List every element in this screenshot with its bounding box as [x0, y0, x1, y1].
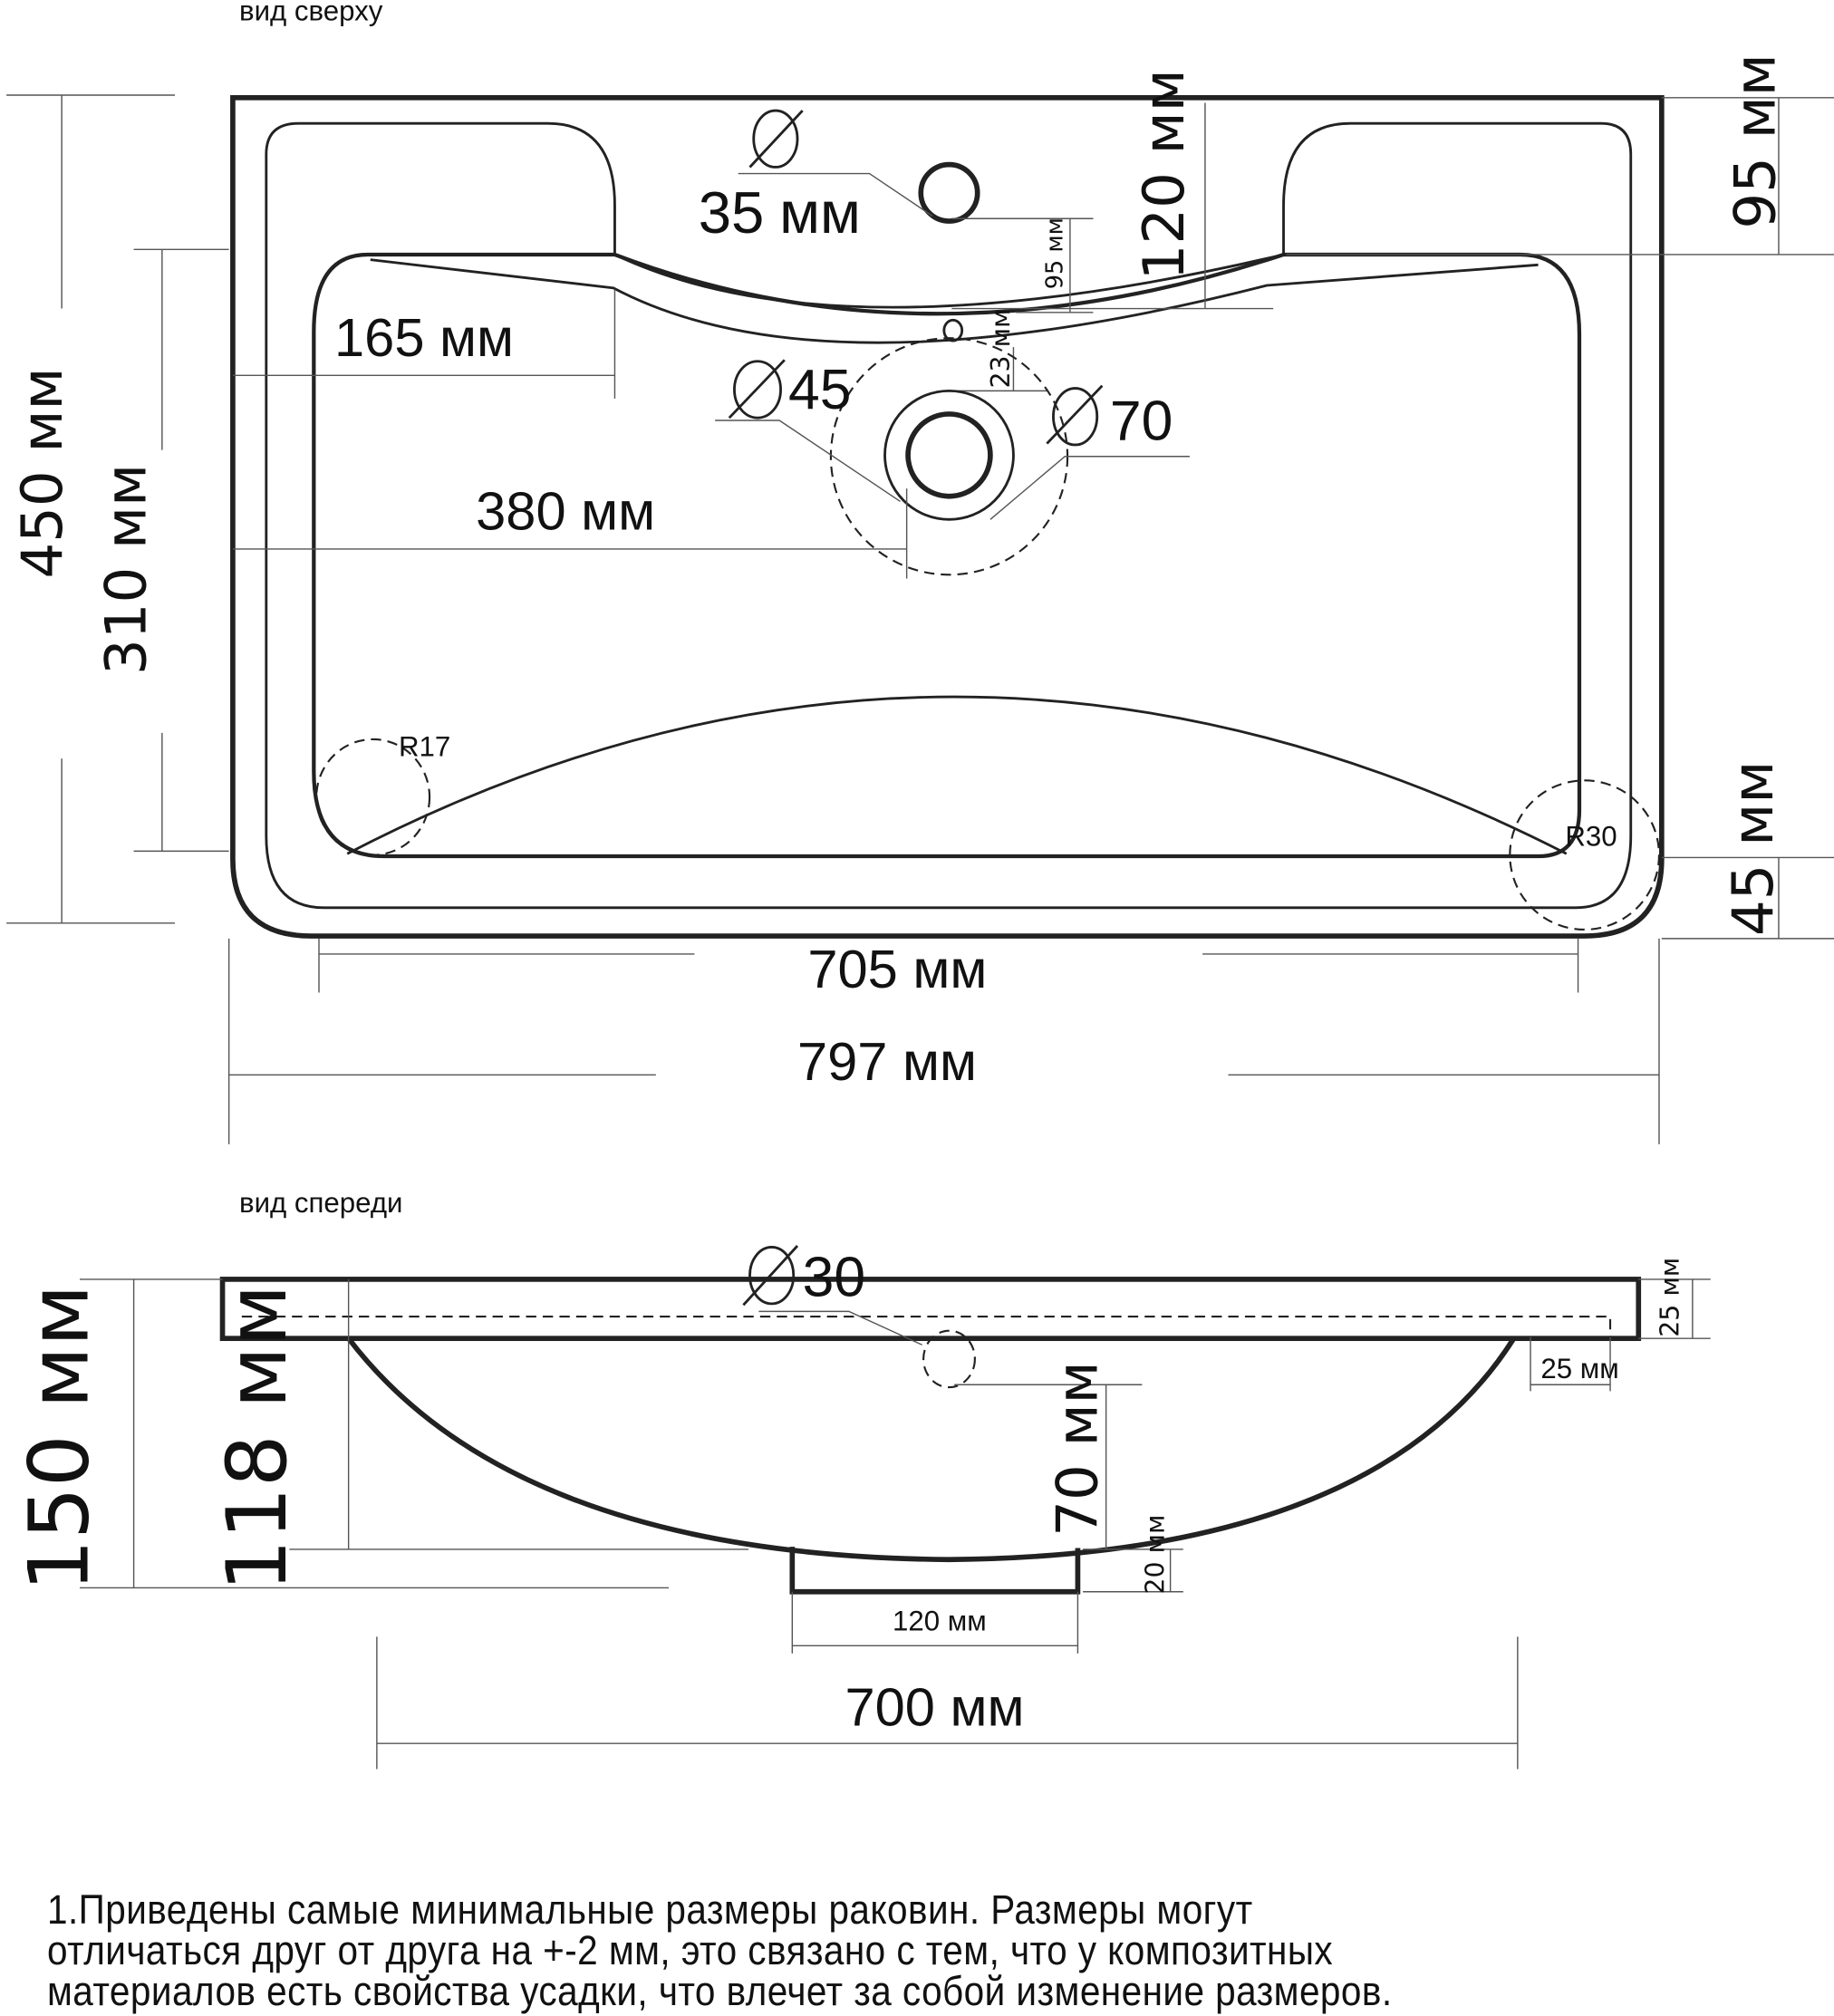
radius-30-callout: R30: [1509, 779, 1661, 931]
front-view-title: вид спереди: [239, 1187, 403, 1219]
dim-120-outlet: 120 мм: [791, 1591, 1079, 1654]
label-diameter-35: 35: [699, 179, 765, 246]
label-25mm-horizontal: 25 мм: [1540, 1353, 1618, 1384]
footnote-line: материалов есть свойства усадки, что вле…: [47, 1968, 1393, 2014]
label-95mm-right: 95 мм: [1723, 53, 1789, 228]
dim-45: 45 мм: [1661, 761, 1834, 940]
dim-310: 310 мм: [92, 248, 229, 853]
dim-118: 118 мм: [210, 1278, 749, 1592]
dim-70: 70 мм: [954, 1361, 1143, 1549]
dim-95-small: 95 мм: [951, 217, 1094, 313]
hidden-bowl-line: [241, 1315, 1612, 1337]
label-diameter-30: 30: [803, 1245, 865, 1308]
bowl-profile: [346, 1336, 1516, 1563]
label-150mm: 150 мм: [13, 1285, 108, 1592]
drain-hole: [905, 411, 993, 499]
label-diameter-45: 45: [788, 358, 851, 421]
label-r30: R30: [1565, 821, 1617, 853]
dim-95-right: 95 мм: [1286, 53, 1834, 256]
top-inner-rim: [265, 121, 1633, 910]
dim-380: 380 мм: [232, 481, 908, 579]
top-outer-outline: [230, 95, 1665, 939]
label-r17: R17: [399, 730, 450, 762]
diameter-45-callout: 45: [715, 358, 901, 503]
dim-700: 700 мм: [376, 1636, 1519, 1770]
footnote-line: отличаться друг от друга на +-2 мм, это …: [47, 1927, 1334, 1973]
label-95mm-small: 95 мм: [1041, 217, 1068, 289]
label-310mm: 310 мм: [92, 464, 159, 675]
bowl-front-curve: [346, 695, 1568, 855]
dim-705: 705 мм: [318, 939, 1579, 999]
dim-120: 120 мм: [951, 69, 1274, 310]
label-20mm: 20 мм: [1141, 1515, 1171, 1595]
label-120mm-outlet: 120 мм: [893, 1605, 987, 1636]
diameter-70-callout: 70: [989, 384, 1190, 520]
label-45mm: 45 мм: [1720, 761, 1786, 936]
label-705mm: 705 мм: [807, 939, 987, 999]
drain-outlet: [789, 1547, 1081, 1595]
top-bowl-outline: [312, 252, 1582, 859]
bowl-slope-line: [370, 258, 1539, 344]
dim-23: 23 мм: [942, 309, 1048, 392]
footnote-line: 1.Приведены самые минимальные размеры ра…: [47, 1886, 1253, 1933]
dim-165: 165 мм: [232, 289, 616, 399]
dim-20: 20 мм: [1083, 1515, 1183, 1595]
drain-outer-ring: [883, 389, 1015, 521]
label-165mm: 165 мм: [334, 307, 514, 368]
label-450mm: 450 мм: [9, 367, 75, 578]
footnote: 1.Приведены самые минимальные размеры ра…: [47, 1889, 1823, 2011]
label-23mm: 23 мм: [986, 309, 1016, 389]
label-diameter-35-unit: мм: [779, 179, 861, 246]
diameter-30-callout: 30: [742, 1245, 922, 1346]
label-797mm: 797 мм: [797, 1031, 977, 1092]
overflow-hole: [922, 1329, 976, 1389]
drain-70-outline: [829, 337, 1069, 576]
front-view: вид спереди 30 150 мм 118 мм: [13, 1187, 1711, 1770]
top-view: вид сверху 35 мм 120 мм: [6, 0, 1834, 1144]
top-view-title: вид сверху: [239, 0, 383, 27]
dim-25-horizontal: 25 мм: [1530, 1336, 1619, 1392]
tap-hole: [918, 161, 980, 224]
label-120mm: 120 мм: [1131, 69, 1197, 280]
label-70mm: 70 мм: [1045, 1361, 1111, 1536]
label-700mm: 700 мм: [845, 1676, 1025, 1737]
label-diameter-70: 70: [1110, 389, 1173, 452]
dim-797: 797 мм: [227, 938, 1660, 1144]
dim-150: 150 мм: [13, 1278, 670, 1592]
label-25mm-vertical: 25 мм: [1655, 1258, 1684, 1337]
dim-450: 450 мм: [6, 94, 176, 924]
dim-25-vertical: 25 мм: [1638, 1258, 1711, 1339]
countertop-slab: [219, 1277, 1642, 1342]
radius-17-callout: R17: [315, 730, 450, 856]
label-118mm: 118 мм: [210, 1285, 305, 1592]
label-380mm: 380 мм: [476, 481, 655, 542]
diameter-35-callout: 35 мм: [699, 109, 933, 246]
